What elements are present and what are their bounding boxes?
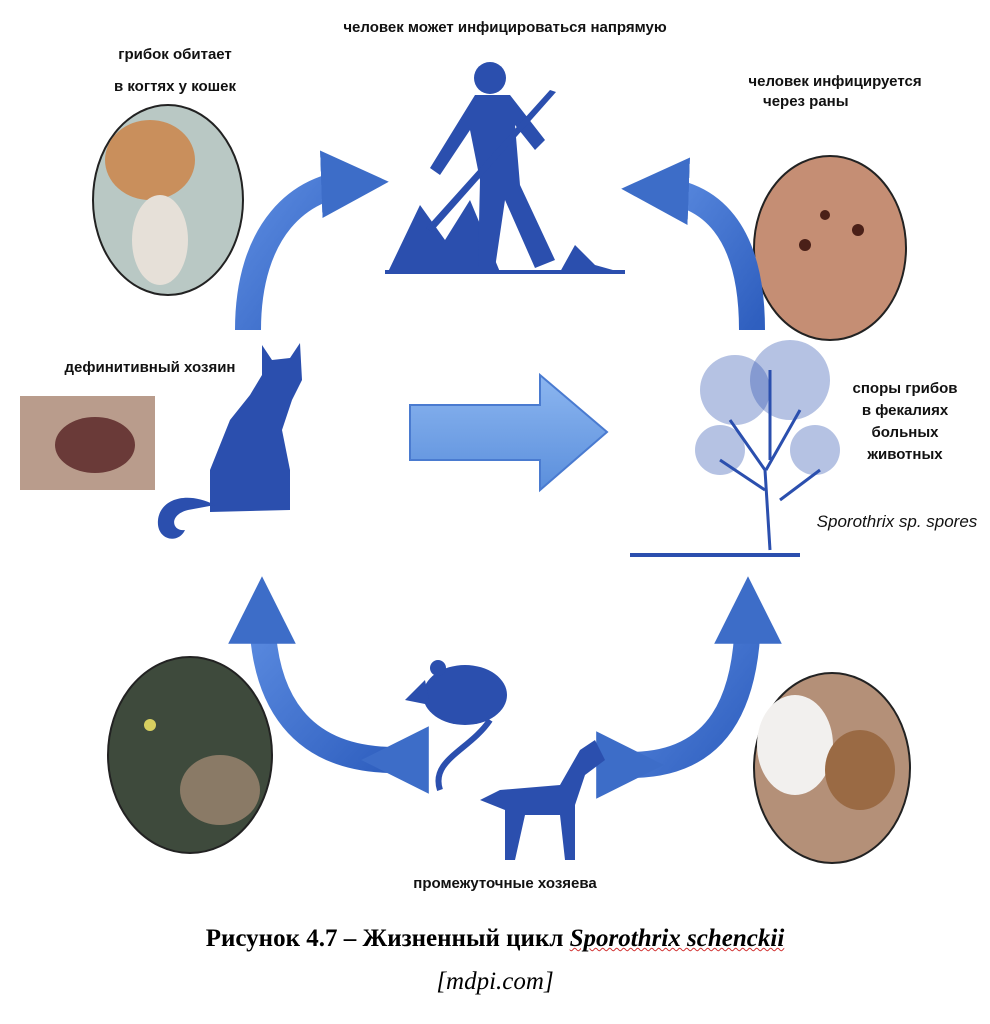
label-human-wounds: человек инфицируется через раны [735,72,935,112]
dog-icon [480,740,605,860]
digging-human-icon [385,62,625,274]
tree-icon [630,340,840,557]
label-line: человек инфицируется [748,73,922,90]
arrow-cat-to-human [235,150,389,331]
hand-wounds-photo [753,155,907,341]
cat-icon [157,343,302,539]
label-intermediate-hosts: промежуточные хозяева [413,875,597,892]
arrow-hosts-to-tree [596,576,782,799]
label-line: споры грибов [852,380,958,397]
label-line: в когтях у кошек [113,78,237,95]
cat-with-rat-photo [107,656,273,854]
label-fungus-claws: грибок обитает в когтях у кошек [85,45,265,97]
caption-source: [mdpi.com] [436,968,554,995]
cat-claw-photo [92,104,244,296]
label-line: через раны [763,93,849,110]
arrow-hosts-to-cat [228,576,429,794]
cat-skin-lesion-photo [20,396,155,490]
caption-prefix: Рисунок 4.7 – Жизненный цикл [205,925,570,952]
dogs-photo [753,672,911,864]
label-spores-latin: Sporothrix sp. spores [816,512,978,531]
label-line: грибок обитает [118,46,232,63]
label-spores: споры грибов в фекалиях больных животных [845,378,965,466]
label-line: животных [867,446,943,463]
label-human-direct: человек может инфицироваться напрямую [343,19,667,36]
center-arrow [409,372,609,493]
label-definitive-host: дефинитивный хозяин [64,359,236,376]
figure-caption: Рисунок 4.7 – Жизненный цикл Sporothrix … [0,925,990,953]
arrow-tree-to-human [621,157,765,331]
caption-species: Sporothrix schenckii [569,925,785,952]
label-line: в фекалиях [861,402,949,419]
label-line: больных [871,424,939,441]
rat-icon [405,660,507,791]
